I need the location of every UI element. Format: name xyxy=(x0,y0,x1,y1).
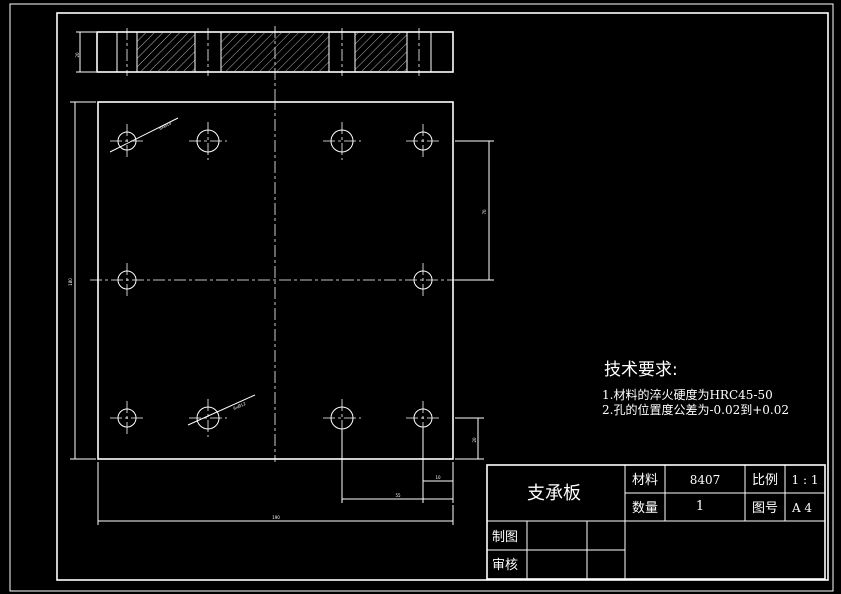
dim-offset-mid: 55 xyxy=(395,493,401,498)
hole xyxy=(406,124,440,158)
reviewed-by-label: 审核 xyxy=(492,558,518,573)
quantity-label: 数量 xyxy=(632,501,658,516)
material-value: 8407 xyxy=(690,473,721,487)
section-view xyxy=(76,26,454,98)
outer-border xyxy=(9,3,834,592)
part-name: 支承板 xyxy=(527,483,581,504)
hole xyxy=(323,122,361,160)
dim-overall-width xyxy=(97,462,454,525)
dim-overall-height xyxy=(70,101,96,460)
dim-vertical-spacing xyxy=(455,140,494,281)
hole-callout-top: 6xØ10 xyxy=(158,120,172,131)
dim-overall-height-text: 180 xyxy=(68,278,73,286)
tech-requirement-item: 1.材料的淬火硬度为HRC45-50 xyxy=(602,387,773,402)
inner-border xyxy=(56,12,829,581)
tech-requirement-item: 2.孔的位置度公差为-0.02到+0.02 xyxy=(602,402,789,417)
hole xyxy=(189,399,227,437)
dim-vertical-spacing-text: 70 xyxy=(482,209,487,215)
dim-offset-small: 10 xyxy=(435,475,441,480)
quantity-value: 1 xyxy=(696,499,704,514)
hole xyxy=(110,124,144,158)
scale-value: 1 : 1 xyxy=(792,473,819,487)
dim-bottom-offset xyxy=(455,417,484,460)
dim-horizontal-offsets xyxy=(341,428,454,503)
dim-overall-width-text: 190 xyxy=(272,515,280,520)
drawing-no-value: A 4 xyxy=(791,501,812,515)
dim-side-thickness: 20 xyxy=(75,52,80,58)
material-label: 材料 xyxy=(632,473,658,488)
tech-requirements-title: 技术要求: xyxy=(604,360,678,380)
drawn-by-label: 制图 xyxy=(492,530,518,545)
scale-label: 比例 xyxy=(752,473,778,488)
hole-callout-bottom: 6xØ12 xyxy=(232,401,246,411)
hole xyxy=(117,263,137,297)
hole xyxy=(110,401,144,435)
hole xyxy=(189,122,227,160)
plate-plan-view xyxy=(90,98,460,462)
dim-bottom-offset-text: 20 xyxy=(472,437,477,443)
drawing-no-label: 图号 xyxy=(752,501,778,516)
title-block xyxy=(486,464,826,580)
hole xyxy=(413,263,433,297)
